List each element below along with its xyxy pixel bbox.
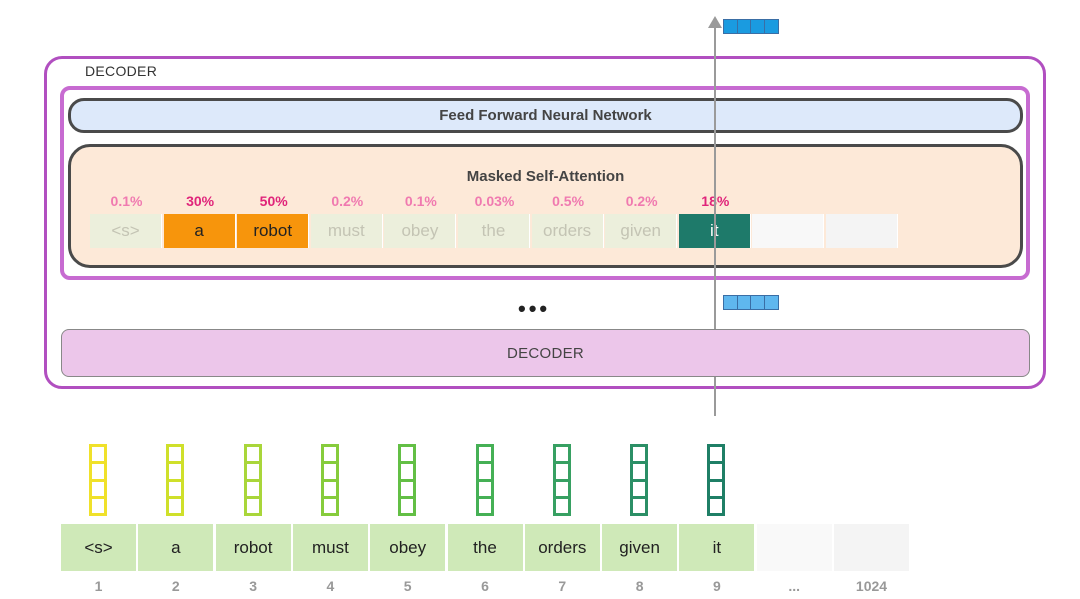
masked-self-attention-label: Masked Self-Attention	[466, 168, 625, 185]
position-index: 6	[481, 578, 489, 594]
feed-forward-label: Feed Forward Neural Network	[439, 107, 652, 124]
attention-token: obey	[384, 214, 457, 248]
attention-weight: 0.03%	[474, 193, 515, 209]
token-embedding-vector	[166, 444, 185, 516]
input-token: must	[292, 524, 368, 571]
decoder-label: DECODER	[85, 63, 158, 79]
input-token: <s>	[61, 524, 136, 571]
feed-forward-network: Feed Forward Neural Network	[68, 98, 1023, 133]
attention-weight: 0.2%	[331, 193, 364, 209]
position-index: 9	[712, 578, 721, 594]
attention-token: orders	[531, 214, 604, 248]
position-index: 3	[249, 578, 257, 594]
attention-weight: 0.5%	[552, 193, 585, 209]
attention-token: <s>	[90, 214, 162, 248]
input-token: obey	[370, 524, 446, 571]
position-index: 1024	[855, 578, 888, 594]
active-decoder-layer	[60, 86, 1030, 280]
token-embedding-vector	[630, 444, 649, 516]
lower-decoder-label: DECODER	[506, 344, 585, 362]
input-token	[834, 524, 909, 571]
input-token: a	[138, 524, 214, 571]
position-index: 8	[635, 578, 644, 594]
attention-token: the	[458, 214, 530, 248]
attention-weight: 50%	[259, 193, 288, 209]
intermediate-vector	[723, 295, 779, 310]
input-token: given	[602, 524, 678, 571]
token-embedding-vector	[475, 444, 494, 516]
lower-decoder-layer: DECODER	[61, 329, 1030, 377]
decoder-block	[44, 56, 1046, 389]
position-index: 4	[326, 578, 335, 594]
flow-arrow	[714, 26, 716, 416]
token-embedding-vector	[89, 444, 107, 516]
attention-token	[752, 214, 825, 248]
attention-token: must	[310, 214, 383, 248]
token-embedding-vector	[243, 444, 262, 516]
attention-token	[826, 214, 898, 248]
input-token: orders	[524, 524, 600, 571]
attention-weight: 0.1%	[110, 193, 143, 209]
input-token: the	[447, 524, 523, 571]
input-token: it	[679, 524, 755, 571]
attention-token: robot	[237, 214, 310, 248]
position-index: 2	[171, 578, 180, 594]
token-embedding-vector	[707, 444, 726, 516]
position-index: ...	[788, 578, 801, 594]
position-index: 7	[558, 578, 567, 594]
token-embedding-vector	[398, 444, 417, 516]
output-vector	[723, 19, 779, 34]
attention-token: a	[163, 214, 236, 248]
token-embedding-vector	[552, 444, 571, 516]
position-index: 5	[403, 578, 412, 594]
token-embedding-vector	[320, 444, 339, 516]
attention-token: given	[605, 214, 678, 248]
layer-ellipsis: •••	[518, 296, 551, 321]
attention-weight: 30%	[186, 193, 215, 209]
input-token	[756, 524, 832, 571]
input-token: robot	[215, 524, 291, 571]
arrow-up-icon	[708, 16, 722, 28]
attention-weight: 0.2%	[625, 193, 658, 209]
position-index: 1	[94, 578, 103, 594]
attention-weight: 0.1%	[404, 193, 437, 209]
